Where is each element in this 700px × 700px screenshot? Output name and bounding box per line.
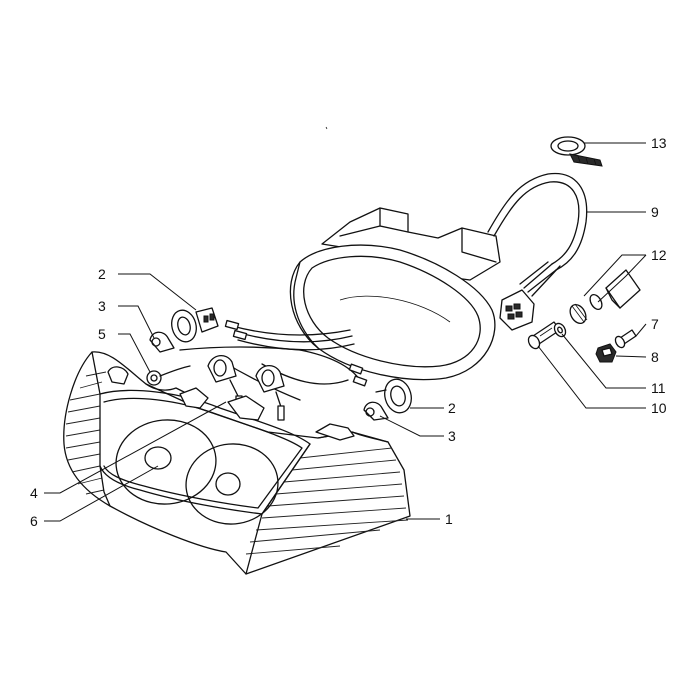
callout-4: 4 (30, 485, 38, 501)
callout-2-left: 2 (98, 266, 106, 282)
adjuster-hardware (527, 269, 641, 363)
right-bulb (363, 401, 389, 421)
callout-9: 9 (651, 204, 659, 220)
callout-1: 1 (445, 511, 453, 527)
callout-6: 6 (30, 513, 38, 529)
callout-3-right: 3 (448, 428, 456, 444)
stray-mark (325, 126, 328, 130)
left-bulb (149, 331, 175, 353)
callout-3-left: 3 (98, 298, 106, 314)
cable-connector-block (499, 289, 535, 331)
callout-8: 8 (651, 349, 659, 365)
left-bulb-socket (171, 307, 219, 343)
headlight-lens-body (63, 351, 411, 575)
internal-wiring (179, 319, 368, 401)
side-marker-bulb (146, 365, 191, 386)
headlight-rear-housing (289, 207, 501, 381)
callout-7: 7 (651, 316, 659, 332)
wiring-harness-cable (487, 172, 588, 297)
right-bulb-socket (375, 378, 412, 414)
callout-labels: 13 9 12 7 8 11 10 2 3 5 2 3 4 6 1 (30, 135, 667, 529)
callout-11: 11 (651, 380, 666, 396)
callout-10: 10 (651, 400, 667, 416)
callout-5: 5 (98, 326, 106, 342)
cable-tie-clip (550, 136, 603, 167)
callout-13: 13 (651, 135, 667, 151)
callout-2-right: 2 (448, 400, 456, 416)
callout-12: 12 (651, 247, 667, 263)
leader-lines (44, 142, 647, 522)
